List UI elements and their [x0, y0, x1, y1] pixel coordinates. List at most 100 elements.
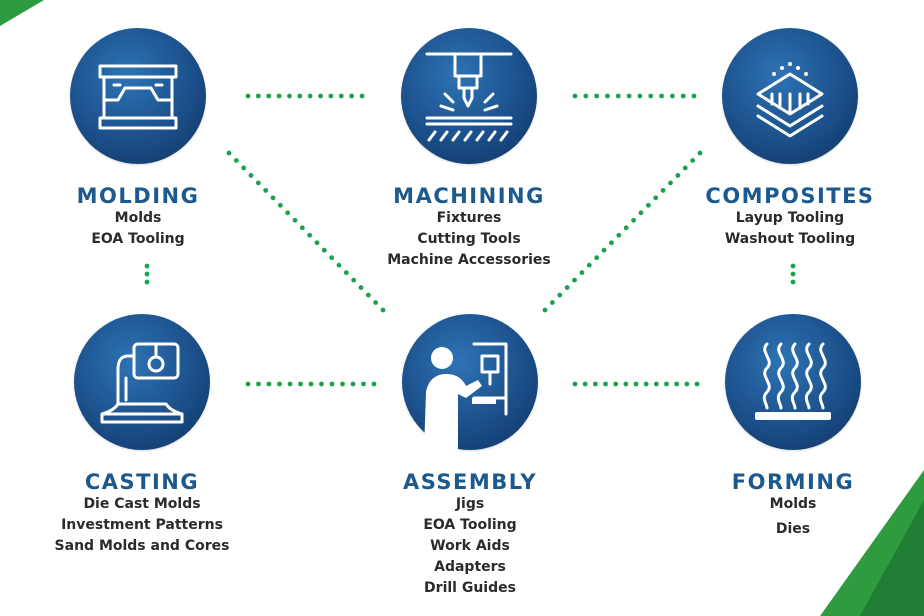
node-composites: COMPOSITES Layup Tooling Washout Tooling — [660, 28, 920, 250]
node-item: Machine Accessories — [387, 252, 551, 268]
connector-dot — [307, 93, 313, 99]
connector-dot — [144, 279, 150, 285]
connector-dot — [690, 158, 696, 163]
connector-dot — [790, 279, 796, 285]
connector-dot — [270, 195, 276, 201]
connector-dot — [572, 277, 577, 283]
connector-dot — [241, 165, 247, 171]
connector-dot — [248, 173, 254, 178]
node-assembly: ASSEMBLY Jigs EOA Tooling Work Aids Adap… — [340, 314, 600, 599]
connector-dot — [592, 381, 598, 387]
connector-dot — [615, 93, 621, 99]
connector-dot — [594, 255, 600, 261]
connector-composites-forming — [790, 263, 796, 285]
connector-dot — [255, 180, 261, 186]
connector-dot — [594, 93, 600, 99]
connector-dot — [603, 381, 608, 387]
connector-dot — [336, 262, 342, 268]
connector-dot — [365, 292, 371, 298]
connector-dot — [680, 93, 686, 99]
connector-dot — [266, 381, 272, 387]
connector-dot — [328, 93, 334, 99]
connector-dot — [694, 381, 700, 387]
connector-dot — [664, 381, 669, 387]
node-item: Cutting Tools — [417, 231, 521, 247]
connector-dot — [557, 292, 563, 298]
node-title: ASSEMBLY — [402, 470, 538, 494]
node-item: Washout Tooling — [724, 231, 856, 247]
connector-machining-composites — [572, 93, 697, 99]
connector-dot — [638, 210, 644, 216]
connector-dot — [645, 202, 651, 208]
connector-dot — [586, 262, 592, 268]
connector-dot — [263, 187, 269, 193]
node-item: Drill Guides — [424, 580, 516, 596]
connector-dot — [542, 307, 548, 313]
connector-dot — [579, 270, 585, 276]
connector-dot — [285, 210, 291, 216]
connector-dot — [623, 381, 629, 387]
connector-dot — [319, 381, 324, 387]
connector-dot — [371, 381, 377, 387]
connector-dot — [338, 93, 344, 99]
connector-dot — [277, 381, 282, 387]
connector-dot — [626, 93, 632, 99]
worker-machine-icon — [402, 314, 538, 450]
connector-dot — [668, 180, 673, 186]
connector-dot — [669, 93, 675, 99]
connector-dot — [245, 93, 251, 99]
node-title: COMPOSITES — [705, 184, 875, 208]
connector-dot — [643, 381, 649, 387]
connector-dot — [318, 93, 323, 99]
connector-dot — [790, 263, 796, 269]
node-item: EOA Tooling — [91, 231, 185, 247]
connector-dot — [609, 240, 614, 246]
node-casting: CASTING Die Cast Molds Investment Patter… — [12, 314, 272, 557]
node-item: Work Aids — [430, 538, 510, 554]
composite-layers-icon — [722, 28, 858, 164]
connector-dot — [287, 381, 293, 387]
connector-dot — [601, 247, 607, 253]
connector-assembly-forming — [572, 381, 700, 387]
connector-dot — [351, 277, 357, 283]
connector-dot — [691, 93, 697, 99]
connector-dot — [380, 307, 386, 313]
connector-dot — [308, 381, 314, 387]
connector-dot — [633, 381, 639, 387]
connector-dot — [675, 173, 681, 178]
connector-dot — [349, 93, 355, 99]
connector-dot — [648, 93, 654, 99]
connector-molding-assembly — [226, 150, 386, 313]
connector-dot — [549, 300, 555, 305]
connector-dot — [233, 158, 239, 163]
connector-dot — [144, 271, 150, 277]
connector-dot — [350, 381, 356, 387]
node-item: Adapters — [434, 559, 506, 575]
node-item: Die Cast Molds — [83, 496, 201, 512]
connector-dot — [605, 93, 610, 99]
node-item: Fixtures — [436, 210, 502, 226]
connector-dot — [582, 381, 588, 387]
connector-dot — [631, 217, 636, 223]
node-title: MOLDING — [76, 184, 200, 208]
node-item: Molds — [769, 496, 817, 512]
connector-dot — [653, 195, 659, 201]
connector-dot — [682, 165, 688, 171]
connector-dot — [572, 381, 578, 387]
connector-dot — [287, 93, 292, 99]
connector-dot — [277, 202, 283, 208]
connector-dot — [343, 270, 349, 276]
connector-dot — [660, 187, 666, 193]
connector-composites-assembly — [542, 150, 703, 313]
connector-dot — [329, 255, 335, 261]
connector-molding-machining — [245, 93, 365, 99]
connector-dot — [307, 232, 313, 238]
node-item: EOA Tooling — [423, 517, 517, 533]
connector-dot — [226, 150, 232, 156]
connector-dot — [674, 381, 680, 387]
node-item: Layup Tooling — [735, 210, 845, 226]
node-machining: MACHINING Fixtures Cutting Tools Machine… — [339, 28, 599, 271]
connector-dot — [255, 93, 261, 99]
